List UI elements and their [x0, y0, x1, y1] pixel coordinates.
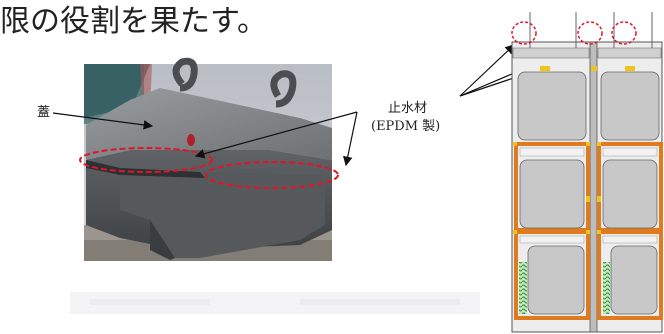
lid-arrow [52, 112, 154, 130]
container-top-left [517, 71, 587, 141]
spring-right [603, 262, 610, 314]
diagram-arrow-1 [459, 44, 515, 97]
sealant-arrow-1 [194, 111, 358, 159]
container-top-right [600, 71, 660, 141]
seal-highlight-3 [611, 21, 637, 45]
seal-highlight-2 [577, 21, 603, 45]
caption-blur [70, 292, 480, 314]
frame-bottom-left [514, 230, 590, 320]
concrete-block-back [86, 88, 332, 160]
photo-group [79, 57, 339, 261]
frame-bottom-right [597, 230, 663, 320]
sealant-label-line2: (EPDM 製) [371, 119, 441, 134]
sealant-arrow-2 [343, 111, 358, 167]
heading-text: 限の役割を果たす。 [0, 4, 267, 39]
sealant-highlight-left [79, 147, 213, 173]
spring-left [519, 262, 527, 314]
cross-section-diagram [511, 12, 663, 333]
lid-label: 蓋 [37, 105, 51, 120]
sealant-highlight-right [205, 161, 339, 189]
seal-highlight-1 [511, 21, 537, 45]
sealant-label-line1: 止水材 [388, 101, 428, 116]
concrete-block-front [120, 168, 325, 258]
